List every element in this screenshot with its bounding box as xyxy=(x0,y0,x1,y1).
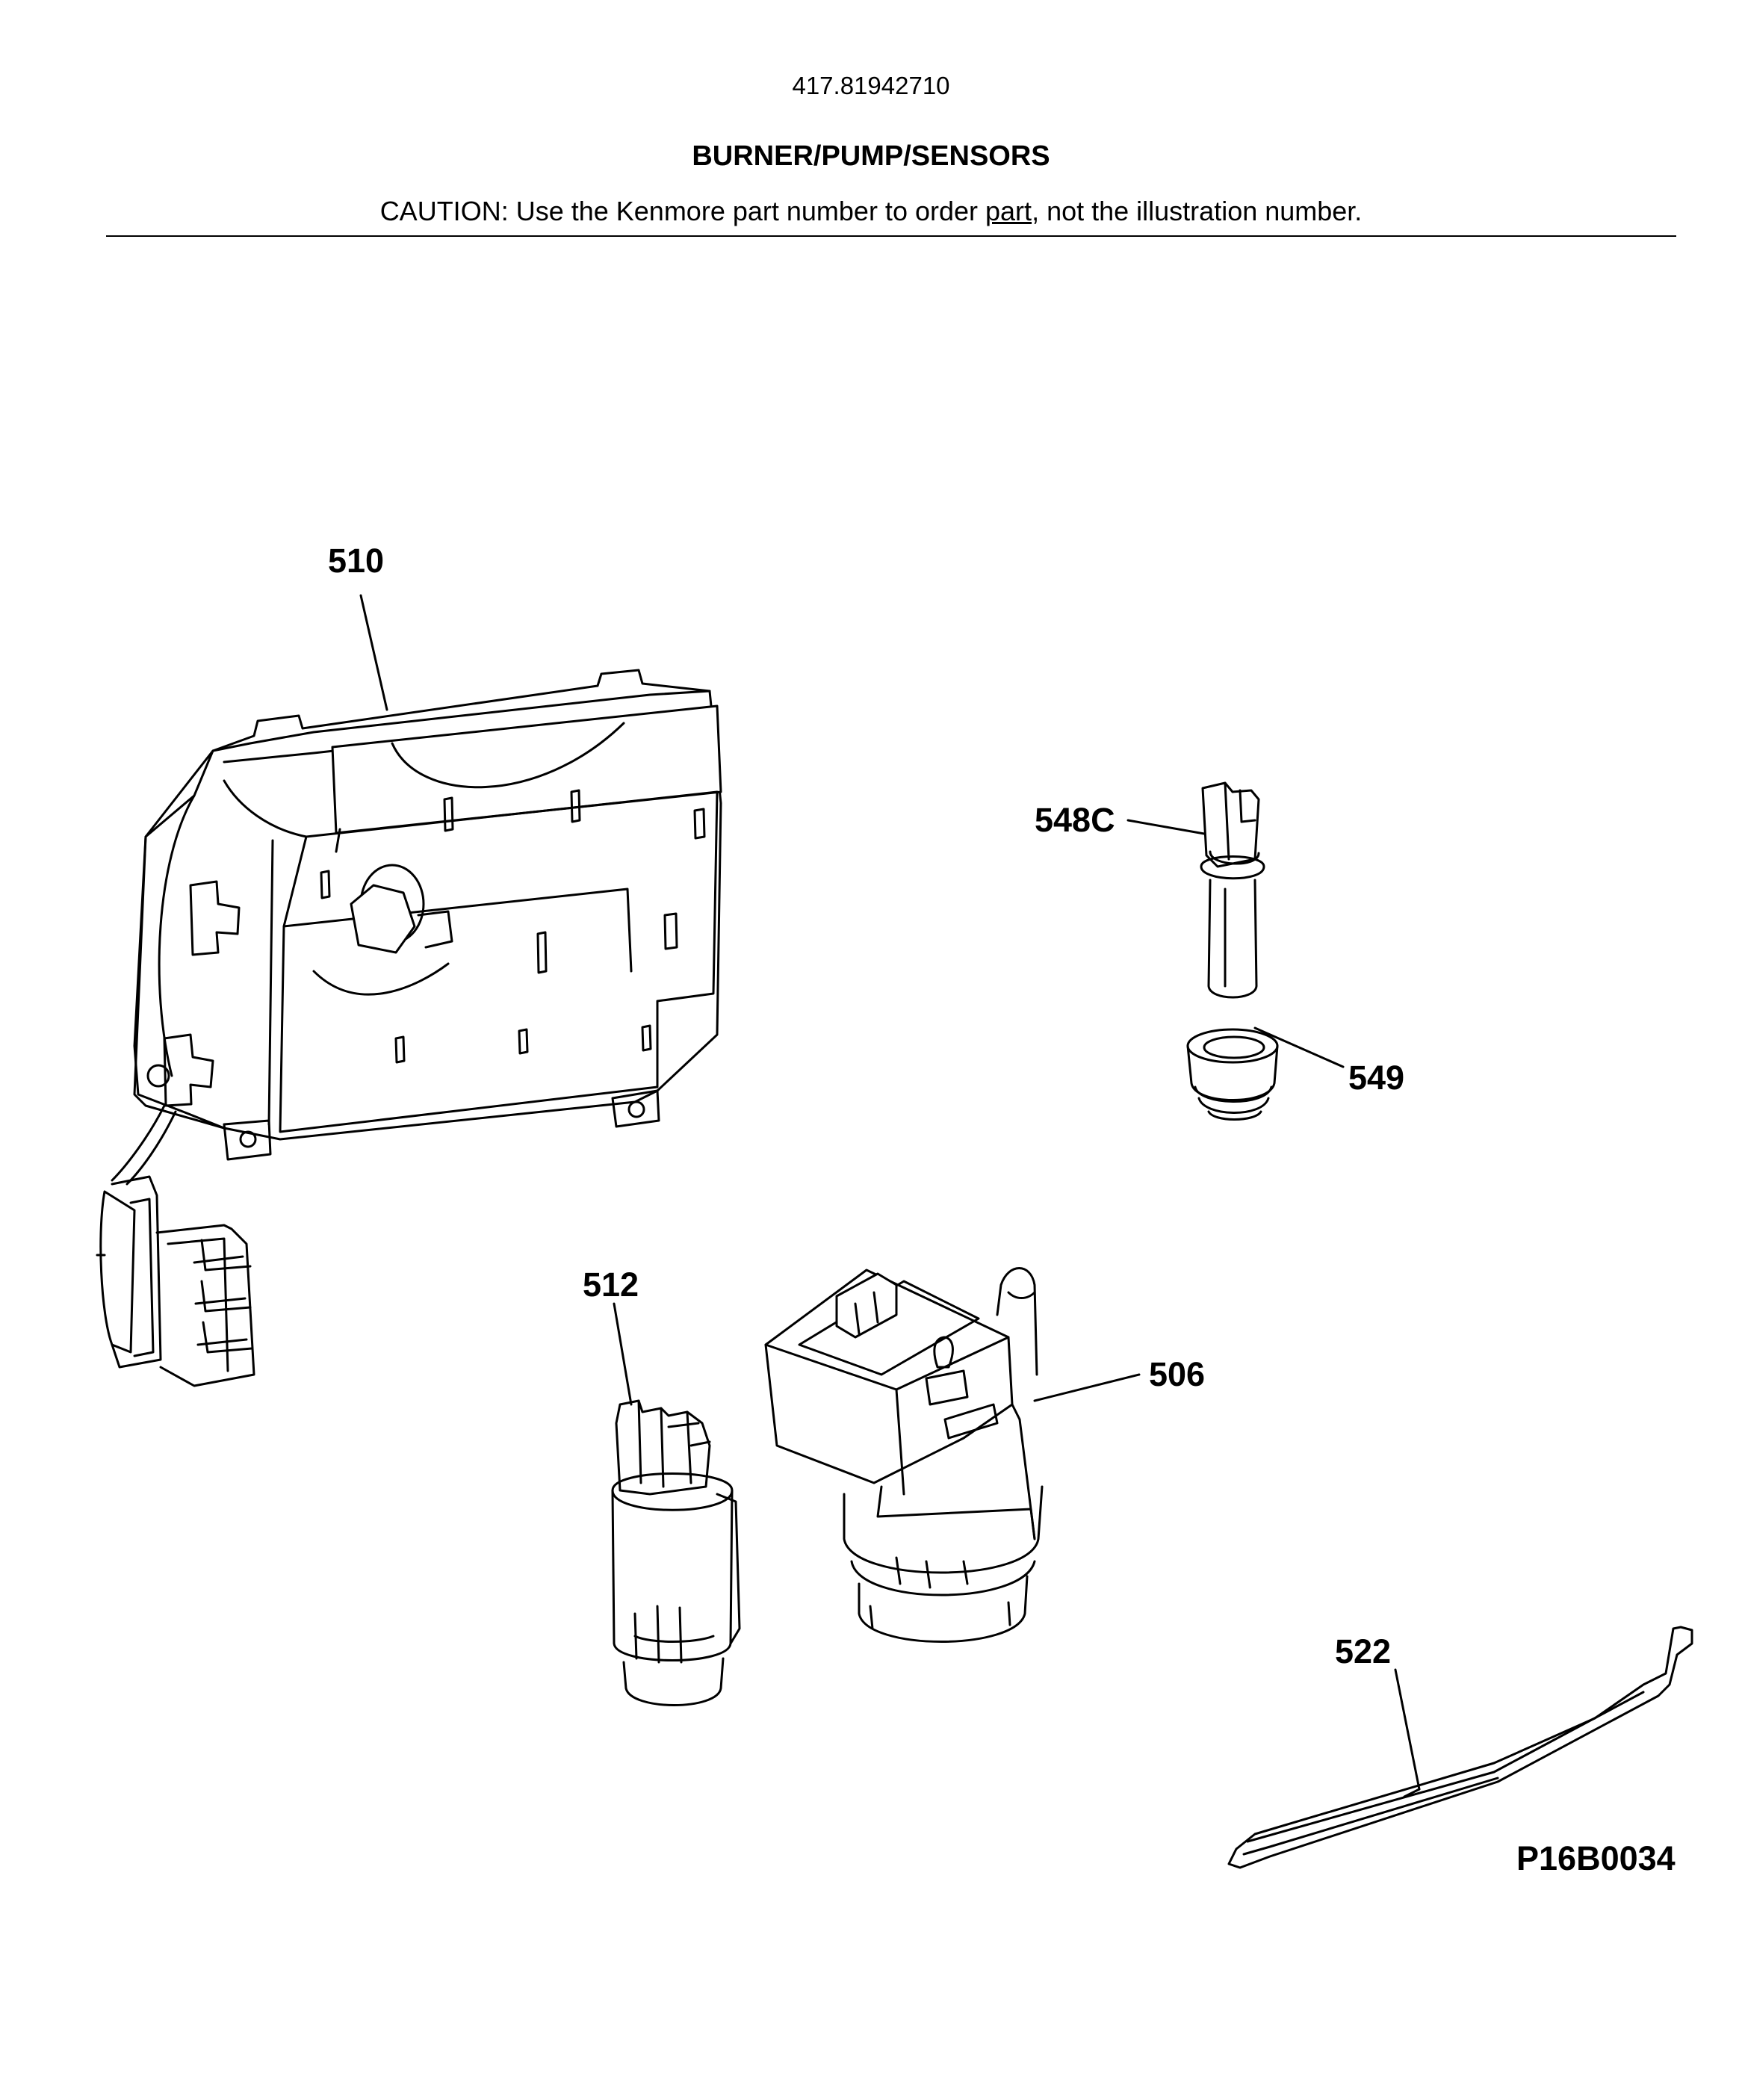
model-number: 417.81942710 xyxy=(792,72,950,99)
leader-lines xyxy=(359,594,1421,1791)
caution-suffix: , not the illustration number. xyxy=(1032,196,1363,226)
caution-part-link[interactable]: part xyxy=(985,196,1032,226)
part-506-pump[interactable] xyxy=(764,1267,1044,1643)
callout-510: 510 xyxy=(328,542,385,580)
part-510-burner-assembly[interactable] xyxy=(96,669,722,1387)
caution-note: CAUTION: Use the Kenmore part number to … xyxy=(0,196,1742,227)
callout-522: 522 xyxy=(1335,1632,1392,1670)
callout-548c: 548C xyxy=(1035,801,1115,839)
part-549-seal[interactable] xyxy=(1186,1028,1279,1121)
callout-549: 549 xyxy=(1348,1059,1405,1097)
part-512-sensor[interactable] xyxy=(611,1399,741,1706)
part-548c-sensor[interactable] xyxy=(1200,781,1265,999)
header-rule xyxy=(106,235,1676,237)
callout-512: 512 xyxy=(583,1266,639,1304)
caution-prefix: CAUTION: Use the Kenmore part number to … xyxy=(379,196,986,226)
callout-506: 506 xyxy=(1149,1355,1206,1393)
section-title: BURNER/PUMP/SENSORS xyxy=(692,140,1050,172)
diagram-code: P16B0034 xyxy=(1516,1839,1676,1877)
part-522-rod[interactable] xyxy=(1227,1626,1693,1869)
